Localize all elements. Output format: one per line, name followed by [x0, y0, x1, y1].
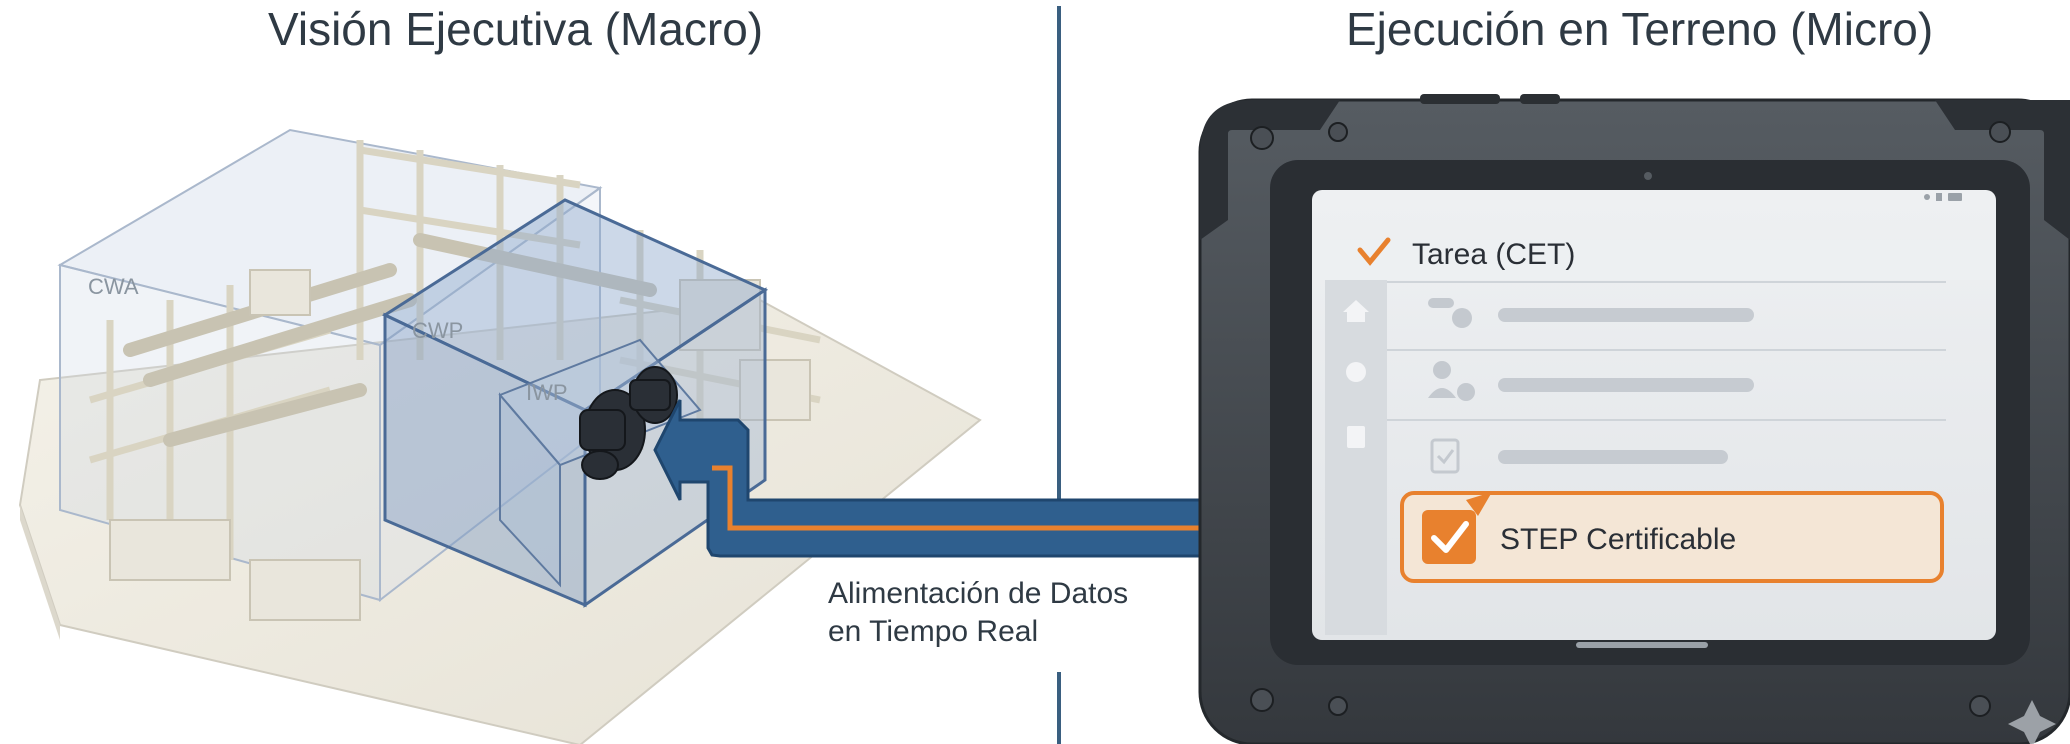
- left-panel-title: Visión Ejecutiva (Macro): [268, 3, 764, 55]
- list-item: [1430, 438, 1728, 474]
- rugged-tablet: Tarea (CET): [1198, 94, 2070, 744]
- right-panel-title: Ejecución en Terreno (Micro): [1346, 3, 1934, 55]
- status-bar-icons: [1924, 193, 1962, 201]
- clipboard-icon: [1430, 438, 1460, 474]
- data-feed-label: Alimentación de Datos en Tiempo Real: [828, 575, 1128, 651]
- step-checkbox-icon: [1422, 510, 1476, 564]
- placeholder-bar: [1498, 308, 1754, 322]
- task-title: Tarea (CET): [1412, 238, 1575, 271]
- list-item: [1428, 298, 1754, 328]
- list-item: [1428, 361, 1754, 401]
- placeholder-bar: [1498, 378, 1754, 392]
- cwp-package-box: [381, 198, 769, 608]
- iwp-label: IWP: [526, 380, 568, 405]
- pump-equipment: [579, 366, 678, 480]
- plant-model: CWA CWP IWP: [18, 128, 982, 744]
- home-indicator: [1576, 642, 1708, 648]
- sidebar-icons: [1343, 300, 1369, 448]
- arrow-orange-stripe: [712, 465, 1360, 531]
- equipment-blocks: [109, 269, 811, 621]
- step-label: STEP Certificable: [1500, 523, 1736, 556]
- cwa-label: CWA: [88, 274, 139, 299]
- sparkle-icon: [2008, 700, 2056, 744]
- tablet-screws: [1250, 121, 2011, 717]
- app-sidebar: [1325, 275, 1387, 635]
- document-icon: [1347, 426, 1365, 448]
- home-icon: [1343, 300, 1369, 322]
- check-circle-icon: [1346, 362, 1366, 382]
- divider-bottom: [1057, 672, 1061, 744]
- workflow-icon: [1428, 298, 1454, 308]
- task-list: [1387, 298, 1946, 474]
- placeholder-bar: [1498, 450, 1728, 464]
- data-feed-line1: Alimentación de Datos: [828, 577, 1129, 610]
- data-feed-line2: en Tiempo Real: [828, 615, 1039, 648]
- cwp-label: CWP: [412, 318, 463, 343]
- front-camera: [1644, 172, 1652, 180]
- user-icon: [1433, 361, 1451, 379]
- step-certificable-row[interactable]: STEP Certificable: [1400, 491, 1944, 583]
- divider-top: [1057, 6, 1061, 533]
- task-check-icon: [1357, 237, 1391, 266]
